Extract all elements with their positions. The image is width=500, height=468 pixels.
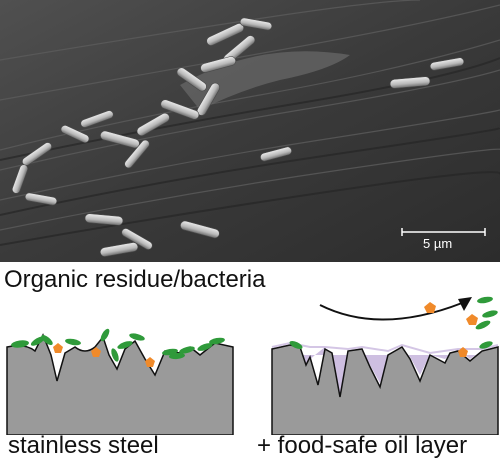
- scale-bar-label: 5 µm: [423, 236, 453, 251]
- sem-micrograph: [0, 0, 500, 262]
- caption-oil-layer: + food-safe oil layer: [257, 432, 468, 459]
- caption-stainless-steel: stainless steel: [8, 432, 159, 459]
- oil-layer-panel: [271, 340, 499, 435]
- residue-group: [53, 343, 155, 367]
- removal-arrow: [319, 296, 498, 330]
- stainless-steel-panel: [6, 328, 234, 435]
- steel-surface-oiled: [271, 344, 499, 435]
- scale-bar: [401, 228, 486, 236]
- heading: Organic residue/bacteria: [4, 266, 266, 293]
- bacteria-group: [11, 328, 225, 362]
